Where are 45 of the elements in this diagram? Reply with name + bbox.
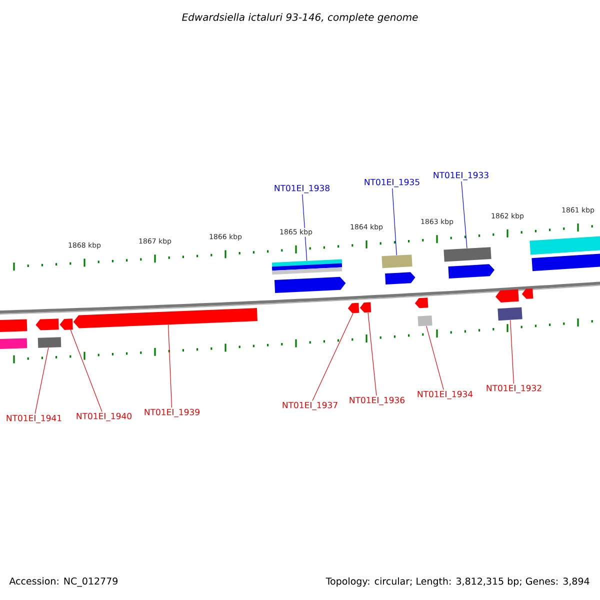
gene-label: NT01EI_1932 — [486, 384, 542, 394]
gene-label: NT01EI_1938 — [274, 184, 330, 194]
gene-label: NT01EI_1936 — [350, 396, 405, 406]
gene-label: NT01EI_1935 — [364, 178, 420, 188]
gene-feature — [0, 319, 28, 332]
gene-feature — [382, 254, 412, 268]
gene-label: NT01EI_1941 — [6, 414, 62, 424]
leader-line — [461, 181, 468, 249]
leader-line — [510, 320, 514, 384]
gene-feature — [532, 252, 600, 272]
gene-feature — [272, 267, 342, 275]
gene-label: NT01EI_1937 — [282, 402, 338, 410]
gene-feature — [522, 288, 534, 299]
gene-feature — [274, 276, 346, 294]
gene-feature — [60, 318, 73, 330]
gene-feature — [360, 302, 372, 313]
leader-line — [312, 313, 354, 401]
gene-feature — [272, 259, 342, 267]
leader-line — [368, 312, 377, 396]
gene-feature — [444, 247, 492, 262]
leader-line — [168, 324, 172, 408]
gene-feature — [38, 337, 62, 348]
gene-feature — [418, 315, 432, 326]
gene-label: NT01EI_1939 — [144, 408, 200, 418]
leader-line — [392, 188, 397, 256]
gene-feature — [272, 263, 342, 271]
gene-feature — [0, 338, 28, 350]
gene-feature — [496, 289, 519, 302]
gene-label: NT01EI_1940 — [76, 412, 132, 422]
title: Edwardsiella ictaluri 93-146, complete genome — [182, 13, 418, 23]
leader-line — [34, 347, 49, 414]
gene-feature — [36, 318, 59, 330]
gene-feature — [414, 298, 428, 308]
leader-line — [70, 329, 102, 412]
gene-feature — [530, 235, 600, 255]
gene-label: NT01EI_1934 — [418, 390, 473, 400]
gene-feature — [498, 307, 522, 321]
gene-feature — [348, 302, 360, 314]
gene-feature — [448, 264, 494, 278]
footer-text: Accession: NC_012779 — [9, 577, 118, 587]
gene-feature — [385, 272, 416, 284]
gene-feature — [73, 308, 258, 328]
gene-label: NT01EI_1933 — [434, 172, 488, 180]
footer-text: Topology: circular; Length: 3,812,315 bp; Genes: 3,894 — [326, 577, 590, 587]
leader-line — [426, 326, 444, 390]
